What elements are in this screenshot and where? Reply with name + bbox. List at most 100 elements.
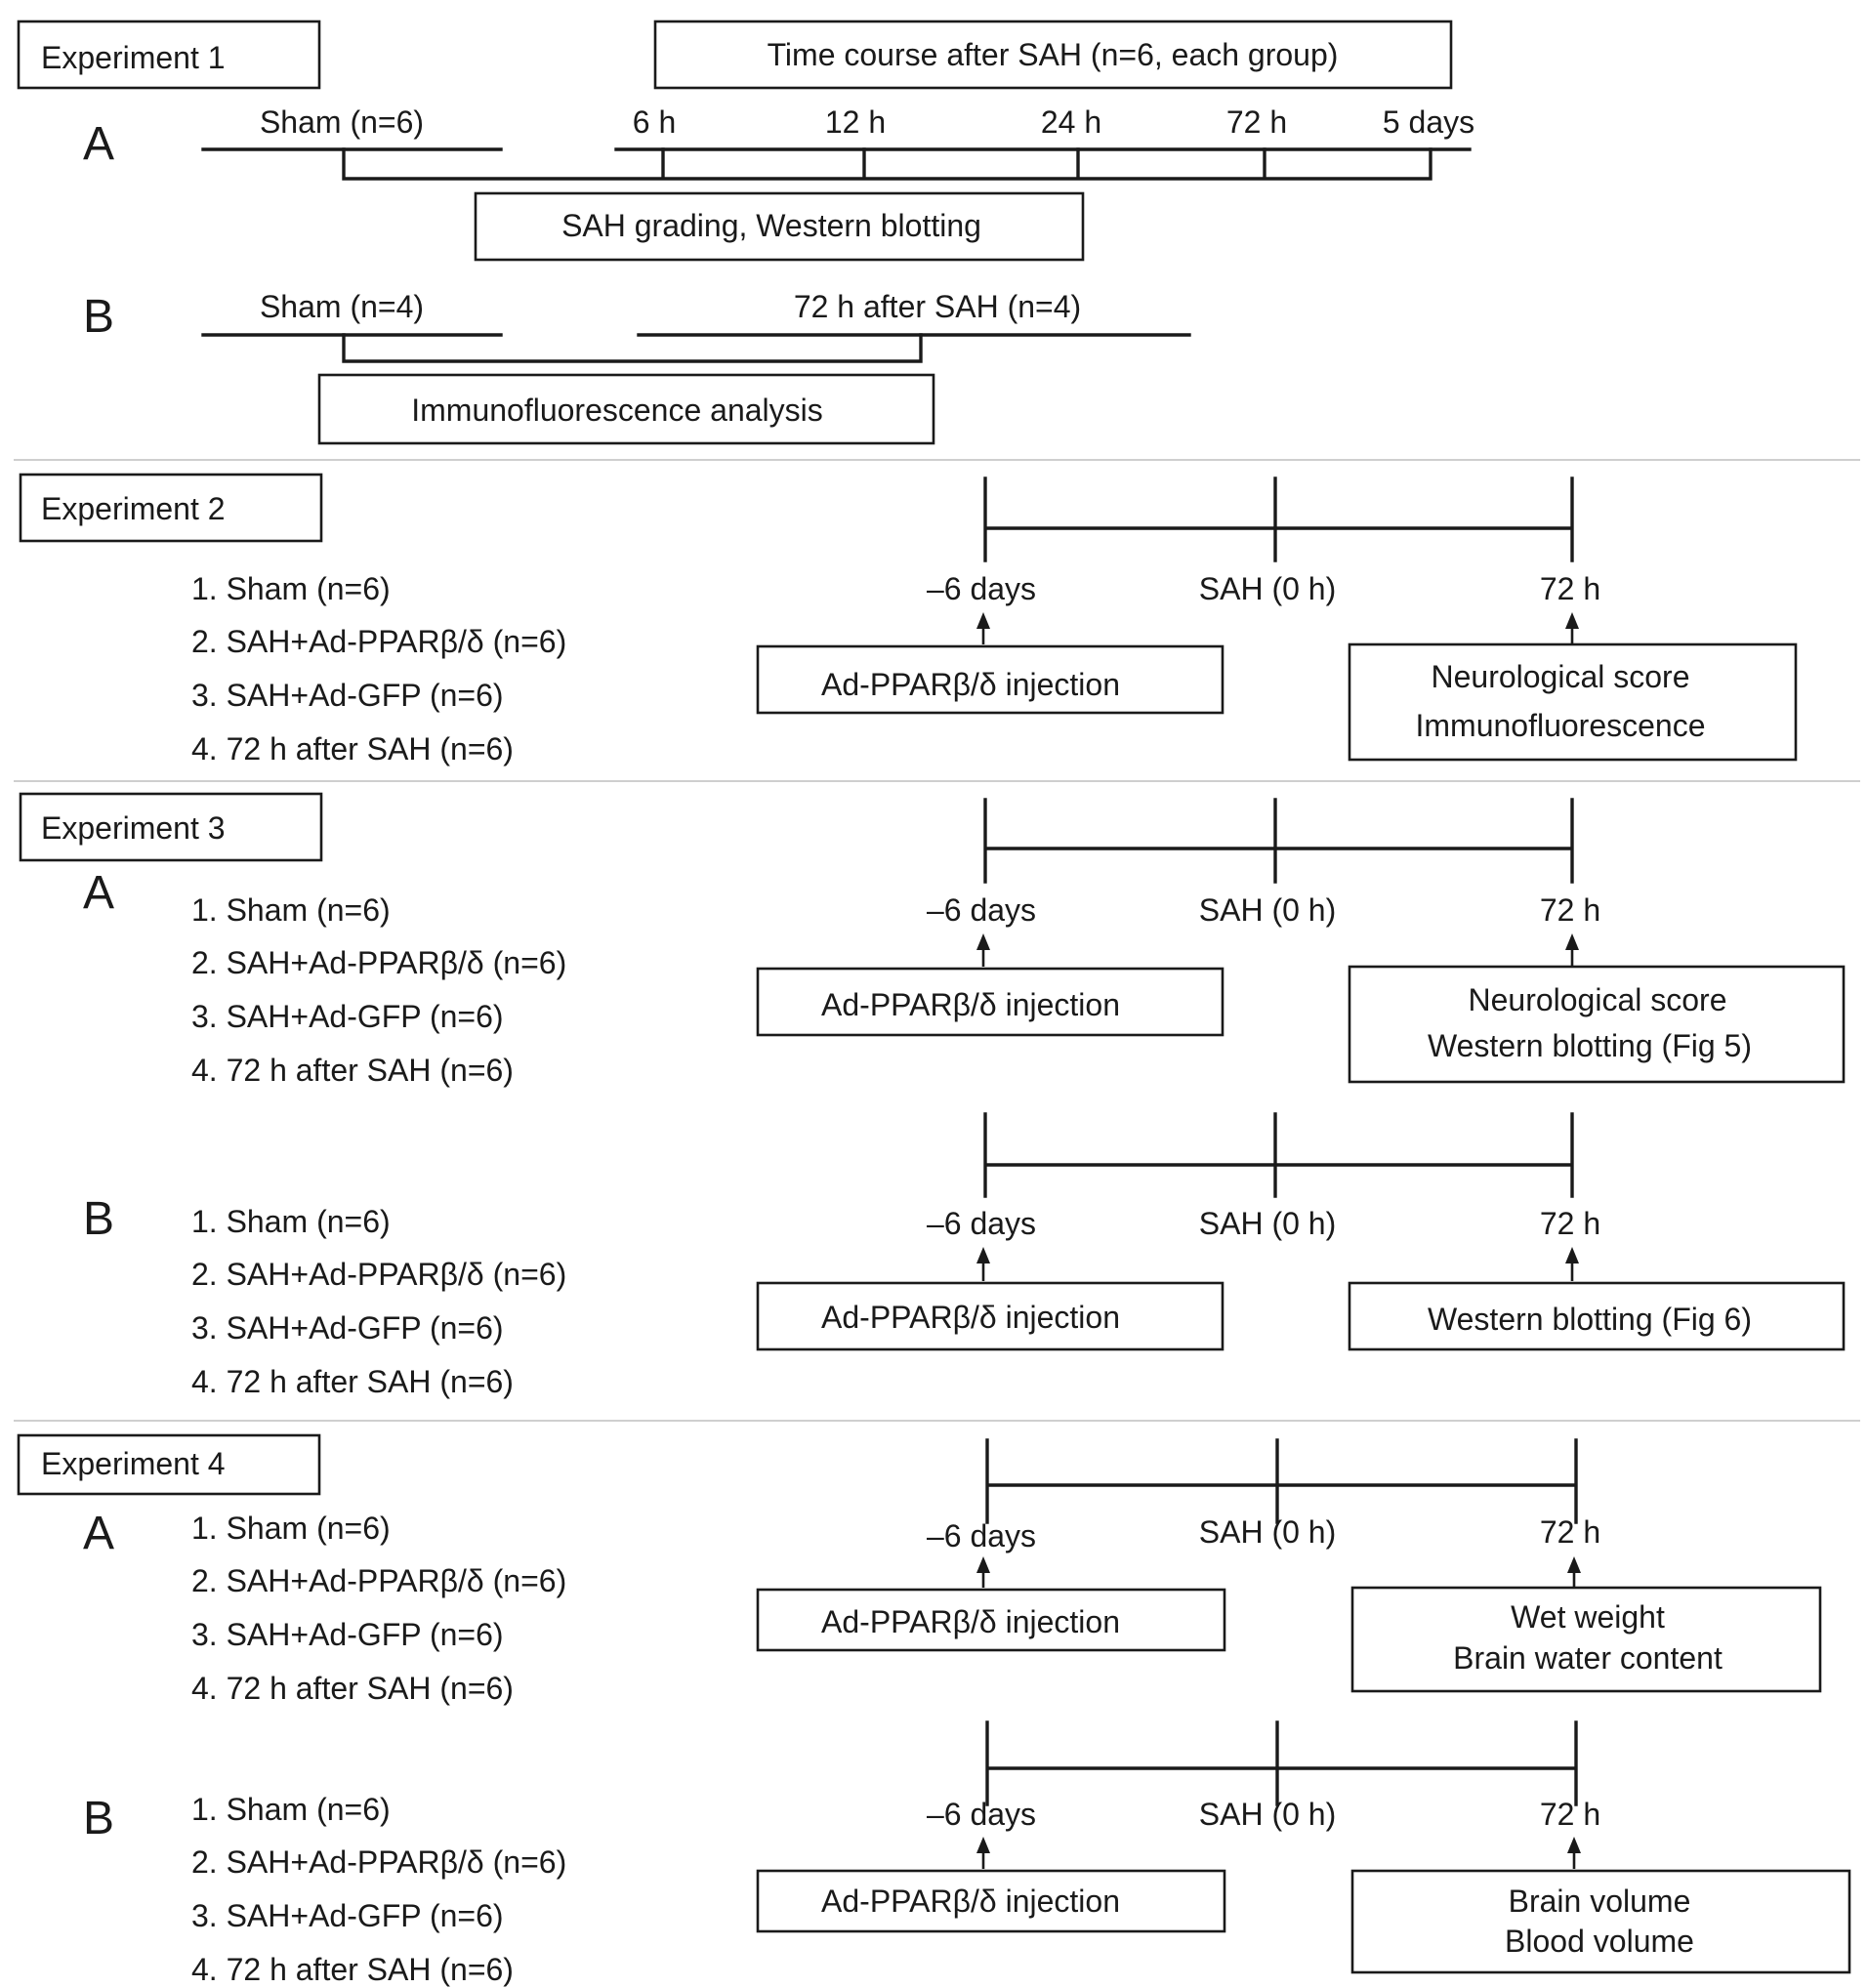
timeline-sah-label: SAH (0 h) (1199, 1514, 1336, 1550)
panel-1a-letter: A (83, 118, 114, 170)
timeline-start-label: –6 days (927, 892, 1036, 928)
arrow-up-icon (976, 1837, 990, 1853)
timeline (983, 1112, 1574, 1198)
panel-4b-letter: B (83, 1793, 114, 1844)
group-list-item: 2. SAH+Ad-PPARβ/δ (n=6) (191, 1844, 566, 1880)
output-1b-box (317, 373, 935, 445)
experiment-2-label-box (19, 473, 323, 543)
experiment-3: Experiment 3 A 1. Sham (n=6) 2. SAH+Ad-P… (19, 792, 1846, 1399)
experiment-1-label-box (17, 20, 321, 90)
output-label: Blood volume (1505, 1924, 1694, 1959)
experiment-1: Experiment 1 Time course after SAH (n=6,… (17, 20, 1474, 445)
arrow-up-icon (976, 612, 990, 629)
output-1b-label: Immunofluorescence analysis (411, 393, 823, 428)
group-list-item: 1. Sham (n=6) (191, 892, 391, 928)
timeline-sah-label: SAH (0 h) (1199, 1797, 1336, 1832)
group-list-item: 2. SAH+Ad-PPARβ/δ (n=6) (191, 945, 566, 980)
time-course-box (653, 20, 1453, 90)
group-list-item: 4. 72 h after SAH (n=6) (191, 1671, 514, 1706)
time-label-6h: 6 h (633, 104, 676, 140)
timeline-end-label: 72 h (1540, 571, 1600, 606)
timeline-start-label: –6 days (927, 1797, 1036, 1832)
injection-box (756, 1281, 1225, 1351)
timeline-start-label: –6 days (927, 1518, 1036, 1553)
experiment-4-label-box (17, 1433, 321, 1496)
panel-3b-letter: B (83, 1193, 114, 1245)
group-list-item: 4. 72 h after SAH (n=6) (191, 1952, 514, 1987)
panel-3a-letter: A (83, 867, 114, 919)
group-list-item: 3. SAH+Ad-GFP (n=6) (191, 1898, 504, 1933)
timeline (983, 798, 1574, 884)
panel-4a-letter: A (83, 1508, 114, 1559)
immuno-bracket (342, 333, 923, 363)
group-list-item: 3. SAH+Ad-GFP (n=6) (191, 1617, 504, 1652)
output-label: Wet weight (1511, 1599, 1665, 1635)
injection-label: Ad-PPARβ/δ injection (821, 1300, 1120, 1335)
group-list-item: 4. 72 h after SAH (n=6) (191, 1053, 514, 1088)
experiment-3-label-box (19, 792, 323, 862)
output-box (1348, 1281, 1846, 1351)
group-list-item: 1. Sham (n=6) (191, 571, 391, 606)
injection-box (756, 1588, 1226, 1652)
timeline (985, 1720, 1578, 1806)
group-list-item: 3. SAH+Ad-GFP (n=6) (191, 999, 504, 1034)
timeline-sah-label: SAH (0 h) (1199, 571, 1336, 606)
panel-1b-letter: B (83, 291, 114, 343)
arrow-up-icon (1565, 1247, 1579, 1263)
timeline-end-label: 72 h (1540, 1797, 1600, 1832)
output-box (1350, 1869, 1851, 1974)
experiment-4-label: Experiment 4 (41, 1446, 226, 1481)
output-label: Neurological score (1468, 982, 1726, 1017)
output-label: Immunofluorescence (1415, 708, 1705, 743)
time-label-5days: 5 days (1383, 104, 1474, 140)
experiment-1-label: Experiment 1 (41, 40, 226, 75)
timeline-end-label: 72 h (1540, 1206, 1600, 1241)
arrow-up-icon (976, 1556, 990, 1573)
experiment-3-label: Experiment 3 (41, 810, 226, 846)
output-box (1348, 965, 1846, 1084)
output-label: Neurological score (1431, 659, 1689, 694)
timeline (983, 476, 1574, 562)
injection-label: Ad-PPARβ/δ injection (821, 667, 1120, 702)
timeline-sah-label: SAH (0 h) (1199, 1206, 1336, 1241)
sham-1a-label: Sham (n=6) (260, 104, 424, 140)
injection-box (756, 967, 1225, 1037)
sah-1b-label: 72 h after SAH (n=4) (794, 289, 1081, 324)
sham-1b-label: Sham (n=4) (260, 289, 424, 324)
group-list-item: 1. Sham (n=6) (191, 1511, 391, 1546)
arrow-up-icon (976, 1247, 990, 1263)
timeline-start-label: –6 days (927, 1206, 1036, 1241)
timeline-end-label: 72 h (1540, 892, 1600, 928)
output-label: Western blotting (Fig 6) (1428, 1302, 1752, 1337)
output-1a-label: SAH grading, Western blotting (561, 208, 981, 243)
timeline (985, 1438, 1578, 1524)
injection-label: Ad-PPARβ/δ injection (821, 1884, 1120, 1919)
time-course-bracket (342, 147, 1432, 181)
output-box (1348, 642, 1798, 762)
group-list-item: 2. SAH+Ad-PPARβ/δ (n=6) (191, 1257, 566, 1292)
group-list-item: 4. 72 h after SAH (n=6) (191, 731, 514, 766)
group-list-item: 1. Sham (n=6) (191, 1792, 391, 1827)
timeline-sah-label: SAH (0 h) (1199, 892, 1336, 928)
time-label-12h: 12 h (825, 104, 886, 140)
group-list-item: 2. SAH+Ad-PPARβ/δ (n=6) (191, 1563, 566, 1598)
group-list-item: 1. Sham (n=6) (191, 1204, 391, 1239)
experiment-2-label: Experiment 2 (41, 491, 226, 526)
arrow-up-icon (1567, 1556, 1581, 1573)
injection-box (756, 644, 1225, 715)
time-course-label: Time course after SAH (n=6, each group) (768, 37, 1339, 72)
experiment-2: Experiment 2 1. Sham (n=6) 2. SAH+Ad-PPA… (19, 473, 1798, 766)
injection-label: Ad-PPARβ/δ injection (821, 1604, 1120, 1639)
experiment-4: Experiment 4 A 1. Sham (n=6) 2. SAH+Ad-P… (17, 1433, 1851, 1987)
group-list-item: 4. 72 h after SAH (n=6) (191, 1364, 514, 1399)
group-list-item: 3. SAH+Ad-GFP (n=6) (191, 1310, 504, 1346)
timeline-start-label: –6 days (927, 571, 1036, 606)
arrow-up-icon (976, 933, 990, 950)
group-list-item: 3. SAH+Ad-GFP (n=6) (191, 678, 504, 713)
arrow-up-icon (1565, 612, 1579, 629)
output-label: Brain water content (1453, 1640, 1723, 1676)
injection-box (756, 1869, 1226, 1933)
timeline-end-label: 72 h (1540, 1514, 1600, 1550)
output-box (1350, 1586, 1822, 1693)
